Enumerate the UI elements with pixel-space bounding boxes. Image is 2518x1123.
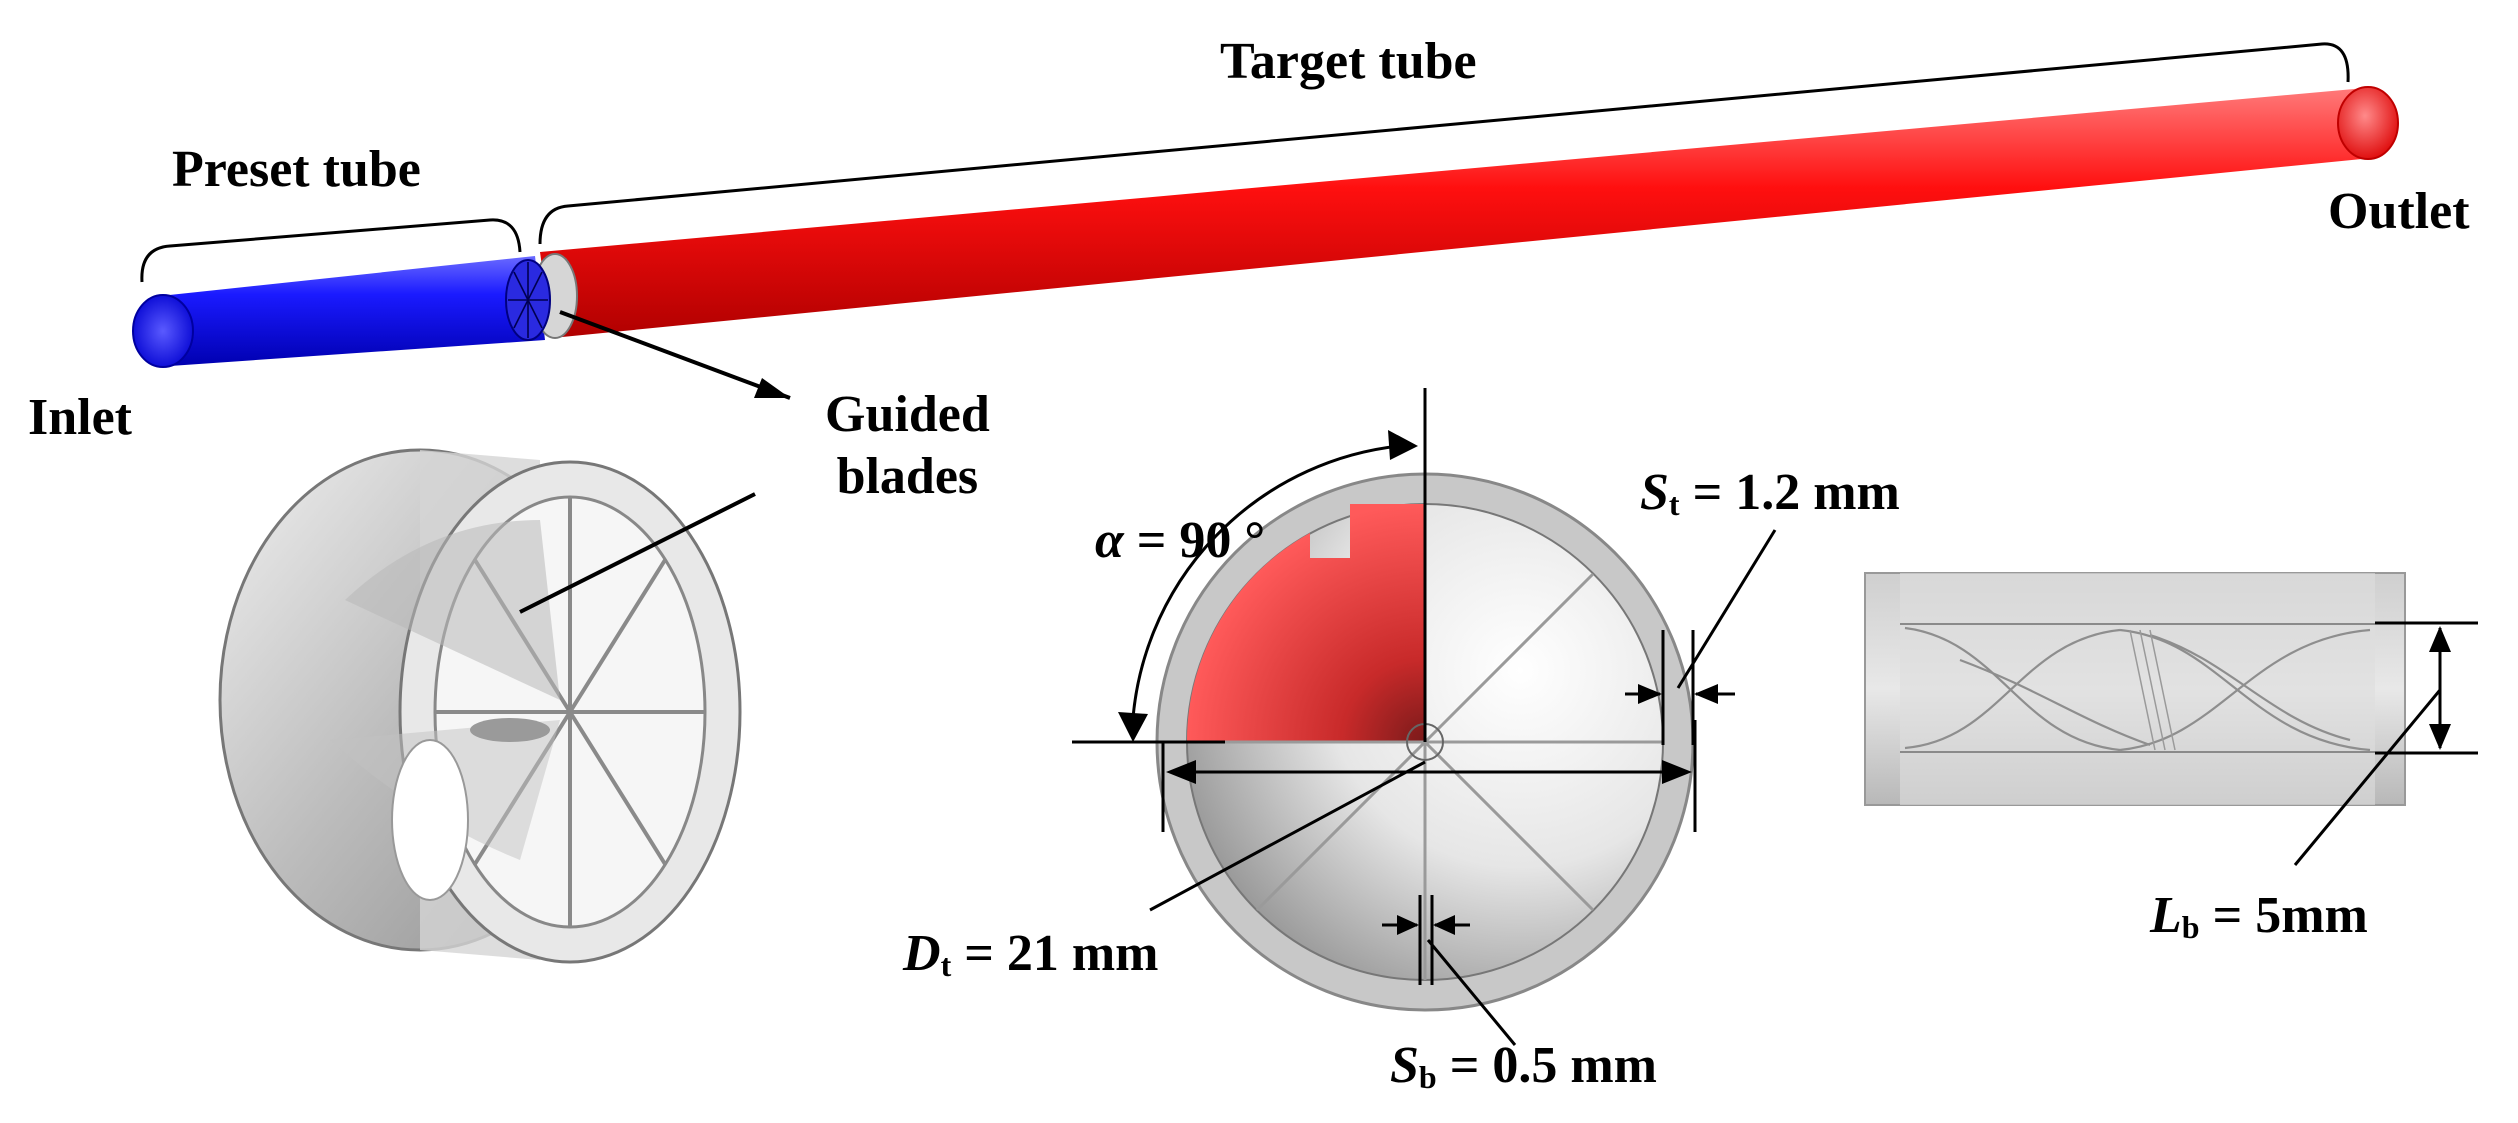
alpha-arrow-top (1388, 430, 1418, 460)
alpha-arc (1130, 443, 1411, 736)
lb-label: Lb = 5mm (2150, 887, 2368, 945)
st-subscript: t (1668, 486, 1680, 522)
outlet-label: Outlet (2328, 183, 2470, 240)
blade-3d-view (218, 448, 742, 964)
st-arrow-right (1694, 684, 1718, 704)
st-arrow-left (1638, 684, 1662, 704)
lb-arrow-top (2429, 626, 2451, 652)
insert-pointer-arrowhead (754, 378, 790, 398)
guided-blades-label: Guided blades (825, 384, 990, 509)
st-leader-line (1676, 529, 1777, 689)
blade-side-view (1864, 572, 2406, 806)
preset-tube-bracket (140, 218, 522, 283)
diameter-arrow-right (1662, 760, 1692, 784)
target-tube-bracket (538, 42, 2350, 245)
dt-label: Dt = 21 mm (903, 925, 1159, 983)
sb-value: = 0.5 mm (1436, 1037, 1657, 1094)
lb-symbol: L (2150, 887, 2182, 944)
insert-pointer-line (559, 310, 791, 400)
blade-3d-pointer-line (519, 492, 756, 614)
st-label: St = 1.2 mm (1640, 464, 1900, 522)
dt-leader-line (1149, 760, 1426, 912)
st-symbol: S (1640, 464, 1669, 521)
lb-value: = 5mm (2199, 887, 2368, 944)
sb-leader-line (1426, 939, 1517, 1046)
lb-leader-line (2293, 689, 2442, 866)
target-tube (540, 86, 2399, 338)
alpha-label: α = 90 ° (1095, 515, 1265, 567)
sb-arrow-left (1397, 915, 1419, 935)
sb-arrow-right (1433, 915, 1455, 935)
preset-tube-label: Preset tube (172, 141, 421, 198)
guided-label-line2: blades (836, 448, 979, 506)
guided-label-line1: Guided (825, 386, 990, 443)
lb-arrow-bottom (2429, 724, 2451, 750)
target-tube-label: Target tube (1220, 33, 1477, 90)
alpha-sector (1186, 504, 1425, 742)
blade-insert-small (505, 253, 578, 341)
lb-subscript: b (2181, 909, 2200, 945)
dt-value: = 21 mm (951, 925, 1159, 982)
alpha-value: = 90 ° (1123, 512, 1266, 569)
alpha-arrow-bottom (1118, 712, 1148, 742)
st-value: = 1.2 mm (1679, 464, 1900, 521)
inlet-label: Inlet (28, 389, 132, 446)
sb-label: Sb = 0.5 mm (1390, 1037, 1657, 1095)
dt-subscript: t (940, 947, 952, 983)
sb-subscript: b (1418, 1059, 1437, 1095)
preset-tube (132, 256, 545, 368)
alpha-symbol: α (1095, 512, 1124, 569)
dt-symbol: D (903, 925, 941, 982)
diameter-arrow-left (1166, 760, 1196, 784)
sb-symbol: S (1390, 1037, 1419, 1094)
